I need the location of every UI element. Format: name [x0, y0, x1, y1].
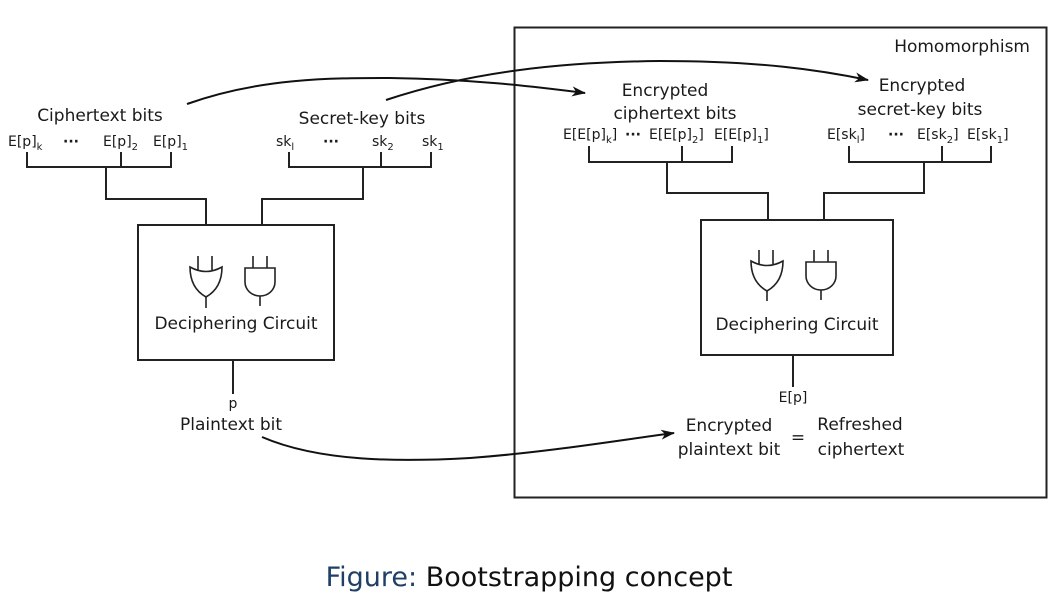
enc-secret-key-item-1: E[sk1]: [967, 127, 1009, 146]
refreshed-ciphertext-line2: ciphertext: [818, 440, 905, 460]
secret-key-bits-label: Secret-key bits: [299, 109, 426, 129]
right-output-symbol: E[p]: [779, 390, 808, 406]
ciphertext-item-1: E[p]1: [153, 134, 188, 153]
refreshed-ciphertext-line1: Refreshed: [817, 415, 902, 435]
secret-key-items: skl ··· sk2 sk1: [276, 134, 444, 153]
enc-ciphertext-item-2: E[E[p]2]: [649, 127, 704, 146]
encrypted-plaintext-line1: Encrypted: [686, 416, 773, 436]
ciphertext-bits-label: Ciphertext bits: [37, 106, 163, 126]
enc-ciphertext-label-line1: Encrypted: [622, 81, 709, 101]
figure-caption: Figure: Bootstrapping concept: [0, 562, 1058, 593]
caption-text: Bootstrapping concept: [417, 562, 733, 593]
or-gate-icon: [750, 250, 784, 301]
left-circuit-label: Deciphering Circuit: [154, 314, 317, 334]
or-gate-icon: [189, 256, 223, 308]
enc-secret-key-item-2: E[sk2]: [917, 127, 959, 146]
secret-key-item-1: sk1: [422, 134, 444, 153]
right-enc-secret-key-bracket: [823, 146, 992, 220]
enc-ciphertext-items: E[E[p]k] ··· E[E[p]2] E[E[p]1]: [563, 127, 769, 146]
ciphertext-item-2: E[p]2: [103, 134, 138, 153]
equals-sign: =: [791, 428, 805, 448]
enc-ciphertext-item-k: E[E[p]k]: [563, 127, 617, 146]
enc-secret-key-item-l: E[skl]: [827, 127, 865, 146]
enc-secret-key-items: E[skl] ··· E[sk2] E[sk1]: [827, 127, 1009, 146]
and-gate-icon: [805, 250, 837, 300]
arrow-plaintext-to-encrypted: [261, 429, 675, 461]
encrypted-plaintext-line2: plaintext bit: [678, 440, 781, 460]
caption-prefix: Figure:: [325, 562, 418, 593]
left-secret-key-bracket: [261, 152, 432, 225]
enc-secret-key-label-line1: Encrypted: [879, 76, 966, 96]
left-ciphertext-bracket: [26, 152, 207, 225]
ciphertext-item-k: E[p]k: [8, 134, 43, 153]
and-gate-icon: [244, 256, 276, 306]
secret-key-item-l: skl: [276, 134, 294, 153]
right-circuit-label: Deciphering Circuit: [715, 315, 878, 335]
enc-ciphertext-item-dots: ···: [625, 127, 641, 143]
right-deciphering-circuit-box: [700, 219, 894, 356]
arrow-secretkey-to-encrypted: [385, 59, 869, 101]
left-deciphering-circuit-box: [137, 224, 335, 361]
left-output-symbol: p: [229, 396, 238, 412]
right-enc-ciphertext-bracket: [588, 146, 769, 220]
secret-key-item-dots: ···: [323, 134, 339, 150]
enc-ciphertext-label-line2: ciphertext bits: [613, 104, 736, 124]
enc-secret-key-item-dots: ···: [888, 127, 904, 143]
ciphertext-item-dots: ···: [63, 134, 79, 150]
homomorphism-box: [513, 26, 1048, 499]
secret-key-item-2: sk2: [372, 134, 394, 153]
enc-secret-key-label-line2: secret-key bits: [858, 100, 983, 120]
homomorphism-title: Homomorphism: [894, 37, 1030, 57]
enc-ciphertext-item-1: E[E[p]1]: [714, 127, 769, 146]
ciphertext-items: E[p]k ··· E[p]2 E[p]1: [8, 134, 188, 153]
plaintext-bit-label: Plaintext bit: [180, 415, 282, 435]
arrow-ciphertext-to-encrypted: [186, 76, 586, 105]
